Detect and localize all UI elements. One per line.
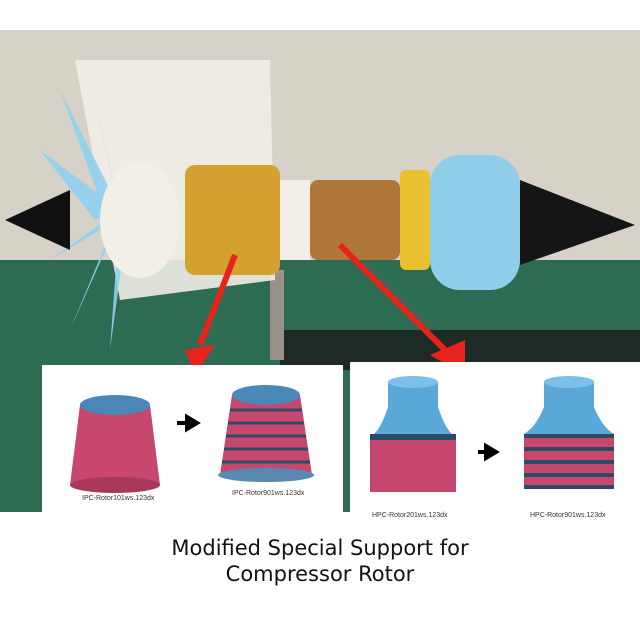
ipc-rotor-inset: IPC-Rotor101ws.123dx IPC-Rotor901ws.123d… [42, 365, 343, 512]
engine-model [5, 60, 635, 350]
ipc-after-label: IPC-Rotor901ws.123dx [232, 490, 305, 497]
caption-line-2: Compressor Rotor [225, 562, 415, 586]
caption: Modified Special Support for Compressor … [0, 535, 640, 587]
hpc-before-label: HPC-Rotor201ws.123dx [372, 512, 448, 519]
ipc-rotor-diagram [70, 385, 314, 493]
ipc-before-label: IPC-Rotor101ws.123dx [82, 495, 155, 502]
hpc-after-label: HPC-Rotor901ws.123dx [530, 512, 606, 519]
caption-line-1: Modified Special Support for [171, 536, 469, 560]
hpc-rotor-diagram [370, 376, 614, 492]
hpc-rotor-inset: HPC-Rotor201ws.123dx HPC-Rotor901ws.123d… [350, 362, 640, 527]
arrow-right-icon [177, 413, 201, 433]
arrow-right-icon [478, 442, 500, 462]
